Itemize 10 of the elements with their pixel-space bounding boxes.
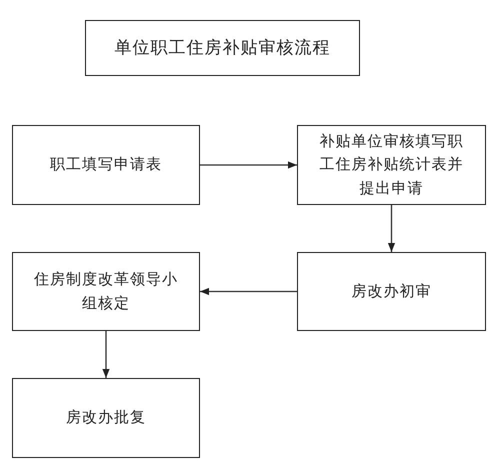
arrow bbox=[200, 161, 297, 169]
arrow bbox=[200, 288, 297, 296]
process-box: 住房制度改革领导小组核定 bbox=[12, 252, 200, 331]
process-box: 房改办初审 bbox=[297, 252, 486, 331]
title-box: 单位职工住房补贴审核流程 bbox=[85, 20, 360, 76]
process-box: 补贴单位审核填写职工住房补贴统计表并提出申请 bbox=[297, 125, 486, 205]
arrow bbox=[102, 331, 110, 378]
process-box: 房改办批复 bbox=[12, 378, 200, 458]
arrow bbox=[388, 205, 396, 252]
process-box: 职工填写申请表 bbox=[12, 125, 200, 205]
